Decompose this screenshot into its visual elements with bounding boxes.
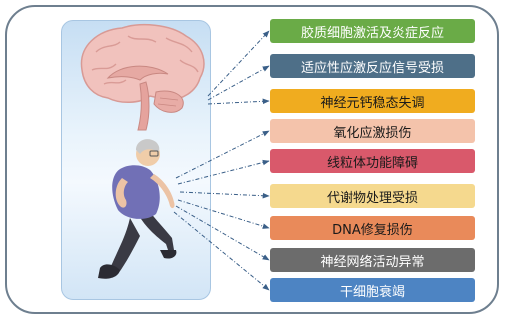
- label-neural-network-activity: 神经网络活动异常: [270, 248, 475, 272]
- arrow-3: [208, 101, 269, 104]
- arrow-4: [176, 131, 269, 178]
- label-metabolite-processing: 代谢物处理受损: [270, 184, 475, 208]
- label-stem-cell-exhaustion: 干细胞衰竭: [270, 278, 475, 302]
- label-calcium-homeostasis: 神经元钙稳态失调: [270, 89, 475, 113]
- arrow-2: [208, 66, 269, 100]
- arrow-5: [178, 161, 269, 184]
- label-glial-inflammation: 胶质细胞激活及炎症反应: [270, 19, 475, 43]
- arrow-1: [208, 31, 269, 96]
- label-dna-repair: DNA修复损伤: [270, 216, 475, 240]
- arrow-9: [174, 212, 269, 290]
- arrow-6: [180, 192, 269, 196]
- arrow-7: [178, 200, 269, 228]
- label-mitochondrial-dysfunction: 线粒体功能障碍: [270, 149, 475, 173]
- label-oxidative-stress: 氧化应激损伤: [270, 119, 475, 143]
- label-adaptive-stress-signaling: 适应性应激反应信号受损: [270, 54, 475, 78]
- running-person-icon: [98, 139, 176, 279]
- brain-icon: [81, 25, 203, 130]
